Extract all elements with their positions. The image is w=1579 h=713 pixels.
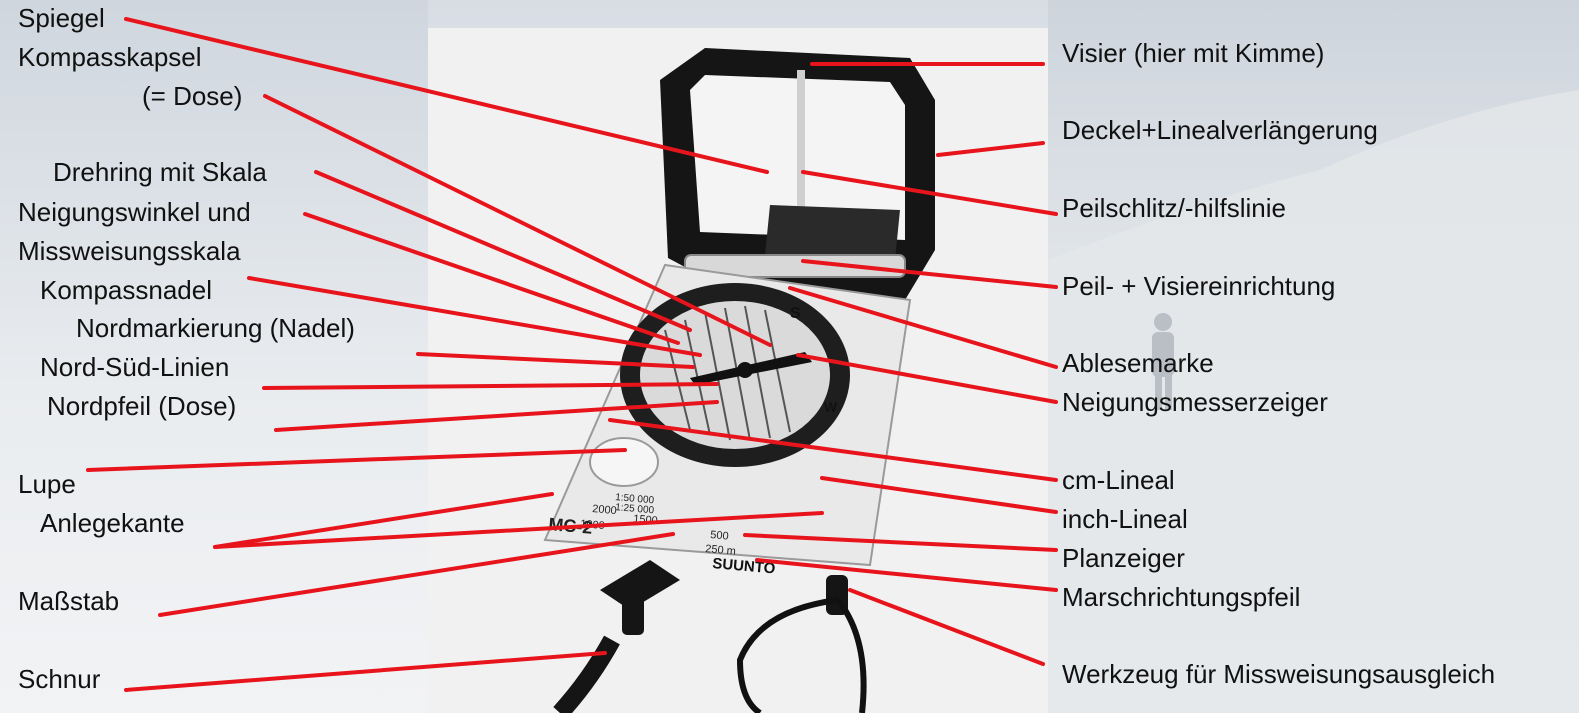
label-nord-sued-linien: Nord-Süd-Linien: [40, 352, 230, 382]
scale-value-2000: 2000: [592, 503, 617, 517]
leader-neigungsmesserzeiger: [796, 353, 1058, 404]
leader-schnur: [124, 651, 607, 692]
leader-ablesemarke: [788, 286, 1058, 369]
label-cm-lineal: cm-Lineal: [1062, 465, 1175, 495]
brand-text: SUUNTO: [712, 555, 777, 577]
leader-massstab: [158, 532, 675, 617]
label-dose: (= Dose): [142, 81, 243, 111]
label-neigungsmesserzeiger: Neigungsmesserzeiger: [1062, 387, 1328, 417]
leader-lupe: [86, 448, 627, 472]
cardinal-w: W: [824, 399, 838, 415]
label-nordmarkierung: Nordmarkierung (Nadel): [76, 313, 355, 343]
leader-kompassnadel: [247, 276, 702, 357]
background-hills: [1048, 90, 1579, 713]
background-person: [1152, 313, 1174, 410]
leader-neigungswinkel: [303, 212, 680, 345]
label-spiegel: Spiegel: [18, 3, 105, 33]
label-neigungswinkel: Neigungswinkel und: [18, 197, 251, 227]
compass-capsule: S W: [620, 283, 850, 467]
cardinal-s: S: [790, 305, 801, 322]
label-marschrichtungspfeil: Marschrichtungspfeil: [1062, 582, 1301, 612]
leader-lines: [86, 17, 1058, 692]
label-peilschlitz: Peilschlitz/-hilfslinie: [1062, 193, 1286, 223]
label-anlegekante: Anlegekante: [40, 508, 185, 538]
background-left: [0, 0, 428, 713]
label-deckel: Deckel+Linealverlängerung: [1062, 115, 1378, 145]
hinge: [684, 254, 906, 278]
label-missweisungsskala: Missweisungsskala: [18, 236, 241, 266]
label-planzeiger: Planzeiger: [1062, 543, 1185, 573]
leader-anlegekante-b: [213, 511, 824, 549]
leader-nordmarkierung: [416, 352, 695, 369]
leader-drehring: [314, 170, 692, 332]
label-werkzeug: Werkzeug für Missweisungsausgleich: [1062, 659, 1496, 689]
scale-value-500: 500: [710, 529, 729, 543]
magnifier: [589, 437, 659, 487]
label-nordpfeil: Nordpfeil (Dose): [47, 391, 237, 421]
leader-peilschlitz: [801, 170, 1058, 216]
leader-nord-sued-linien: [262, 382, 719, 390]
label-kompassnadel: Kompassnadel: [40, 275, 212, 305]
leader-marschrichtungspfeil: [755, 558, 1058, 592]
label-inch-lineal: inch-Lineal: [1062, 504, 1188, 534]
label-visier: Visier (hier mit Kimme): [1062, 38, 1325, 68]
mirror: [765, 205, 900, 260]
leader-werkzeug: [848, 588, 1045, 666]
scale-value-250: 250 m: [705, 543, 737, 558]
leader-planzeiger: [743, 533, 1058, 552]
label-drehring: Drehring mit Skala: [53, 157, 267, 187]
scale-b-text: 1:25 000: [615, 502, 655, 516]
leader-inch-lineal: [820, 476, 1058, 514]
label-lupe: Lupe: [18, 469, 76, 499]
leader-peil-visier: [801, 259, 1058, 289]
label-peil-visier: Peil- + Visiereinrichtung: [1062, 271, 1336, 301]
leader-anlegekante-a: [213, 492, 554, 549]
label-kompasskapsel: Kompasskapsel: [18, 42, 202, 72]
leader-spiegel: [124, 17, 769, 174]
label-schnur: Schnur: [18, 664, 101, 694]
scale-a-text: 1:50 000: [615, 492, 655, 506]
leader-nordpfeil: [274, 400, 719, 432]
label-massstab: Maßstab: [18, 586, 120, 616]
leader-cm-lineal: [608, 418, 1058, 482]
leader-deckel: [936, 141, 1045, 157]
needle-pivot: [737, 362, 753, 378]
label-ablesemarke: Ablesemarke: [1062, 348, 1214, 378]
leader-dose: [263, 94, 772, 347]
mirror-lid: [660, 48, 935, 300]
lanyard: [553, 560, 867, 713]
